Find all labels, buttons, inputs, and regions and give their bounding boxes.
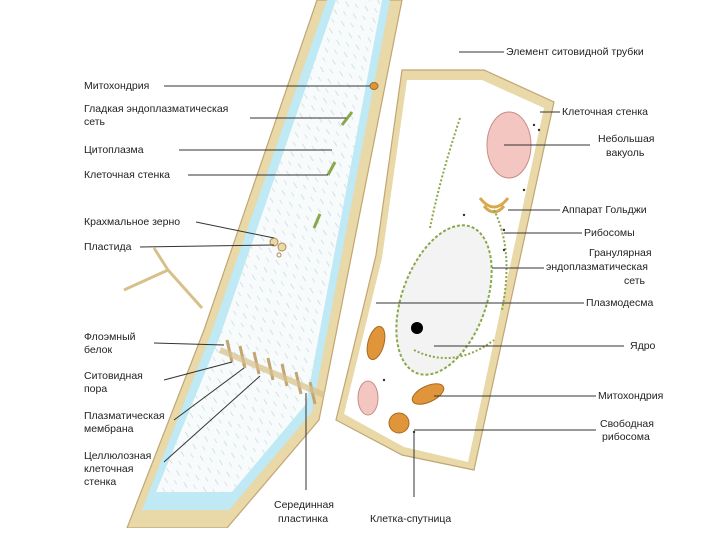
- plastid-2: [278, 243, 286, 251]
- label-sieve-tube-element: Элемент ситовидной трубки: [506, 46, 644, 58]
- label-middle-lamella-line1: Серединная: [274, 499, 334, 511]
- label-plasmodesma: Плазмодесма: [586, 297, 653, 309]
- mitochondrion-small: [370, 83, 378, 90]
- label-free-ribosome-line2: рибосома: [602, 431, 650, 443]
- label-plastid: Пластида: [84, 241, 132, 253]
- label-golgi: Аппарат Гольджи: [562, 204, 647, 216]
- label-phloem-protein-line1: Флоэмный: [84, 331, 136, 343]
- label-phloem-protein-line2: белок: [84, 344, 112, 356]
- label-cellulose-wall-line3: стенка: [84, 476, 116, 488]
- label-cytoplasm: Цитоплазма: [84, 144, 144, 156]
- label-smooth-er-line1: Гладкая эндоплазматическая: [84, 103, 228, 115]
- label-smooth-er-line2: сеть: [84, 116, 106, 128]
- label-small-vacuole-line1: Небольшая: [598, 133, 654, 145]
- label-ribosomes: Рибосомы: [584, 227, 635, 239]
- nucleolus: [411, 322, 423, 334]
- label-companion-cell: Клетка-спутница: [370, 513, 451, 525]
- label-starch-grain: Крахмальное зерно: [84, 216, 180, 228]
- phloem-diagram: Митохондрия Гладкая эндоплазматическая с…: [84, 0, 664, 528]
- mitochondrion-round: [389, 413, 409, 433]
- label-plasma-membrane-line2: мембрана: [84, 423, 134, 435]
- label-cell-wall-right: Клеточная стенка: [562, 106, 648, 118]
- label-nucleus: Ядро: [630, 340, 656, 352]
- label-free-ribosome-line1: Свободная: [600, 418, 654, 430]
- phloem-illustration: Митохондрия Гладкая эндоплазматическая с…: [84, 0, 664, 528]
- label-cellulose-wall-line1: Целлюлозная: [84, 450, 151, 462]
- label-cell-wall-left: Клеточная стенка: [84, 169, 170, 181]
- label-plasma-membrane-line1: Плазматическая: [84, 410, 165, 422]
- label-rough-er-line1: Гранулярная: [589, 247, 652, 259]
- label-mitochondria-left: Митохондрия: [84, 80, 149, 92]
- vacuole-lower: [358, 381, 378, 415]
- label-rough-er-line2: эндоплазматическая: [546, 261, 648, 273]
- label-sieve-pore-line2: пора: [84, 383, 107, 395]
- neighbour-cell-wall: [124, 248, 202, 308]
- label-small-vacuole-line2: вакуоль: [606, 147, 645, 159]
- label-mitochondria-right: Митохондрия: [598, 390, 663, 402]
- label-cellulose-wall-line2: клеточная: [84, 463, 133, 475]
- label-sieve-pore-line1: Ситовидная: [84, 370, 143, 382]
- label-rough-er-line3: сеть: [624, 275, 646, 287]
- label-middle-lamella-line2: пластинка: [278, 513, 328, 525]
